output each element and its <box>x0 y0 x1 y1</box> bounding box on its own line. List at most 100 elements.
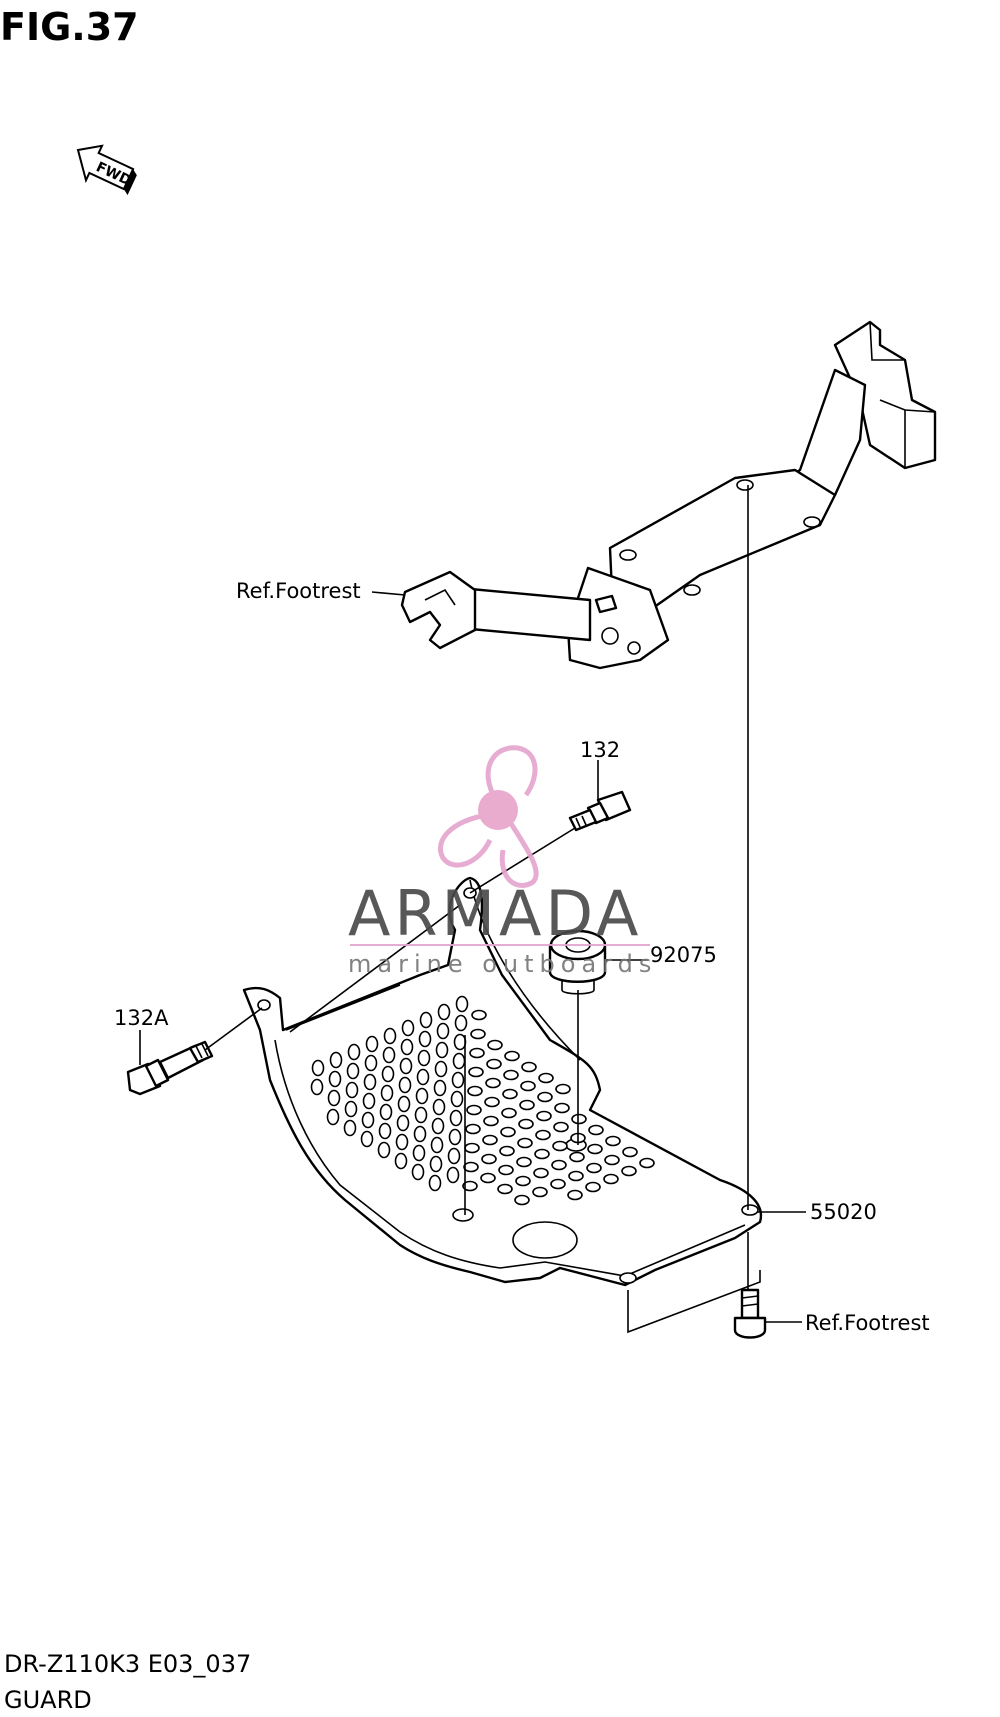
propeller-logo-icon <box>437 745 539 888</box>
perforation-hole <box>468 1066 484 1078</box>
perforation-hole <box>498 1164 514 1176</box>
perforation-hole <box>346 1062 360 1080</box>
perforation-hole <box>586 1162 602 1174</box>
perforation-hole <box>431 1117 445 1135</box>
perforation-hole <box>395 1133 409 1151</box>
perforation-hole <box>451 1071 465 1089</box>
perforation-hole <box>534 1148 550 1160</box>
perforation-hole <box>343 1119 357 1137</box>
perforation-hole <box>515 1175 531 1187</box>
perforation-hole <box>567 1189 583 1201</box>
perforation-hole <box>469 1047 485 1059</box>
perforation-hole <box>413 1125 427 1143</box>
perforation-hole <box>504 1050 520 1062</box>
perforation-hole <box>364 1054 378 1072</box>
perforation-hole <box>605 1135 621 1147</box>
perforation-hole <box>399 1057 413 1075</box>
perforation-hole <box>344 1100 358 1118</box>
perforation-hole <box>639 1157 655 1169</box>
perforation-hole <box>519 1099 535 1111</box>
perforation-hole <box>622 1146 638 1158</box>
footrest-bolt <box>733 1288 767 1339</box>
callout-132: 132 <box>580 738 620 762</box>
perforation-hole <box>365 1035 379 1053</box>
perforation-hole <box>452 1052 466 1070</box>
perforation-hole <box>326 1108 340 1126</box>
perforation-hole <box>382 1046 396 1064</box>
perforation-hole <box>311 1059 325 1077</box>
perforation-hole <box>585 1181 601 1193</box>
perforation-hole <box>499 1145 515 1157</box>
perforation-hole <box>521 1061 537 1073</box>
perforation-hole <box>517 1137 533 1149</box>
fwd-arrow-icon: FWD <box>76 144 137 196</box>
perforation-hole <box>621 1165 637 1177</box>
perforation-hole <box>497 1183 513 1195</box>
callout-55020: 55020 <box>810 1200 877 1224</box>
perforation-hole <box>514 1194 530 1206</box>
perforation-hole <box>327 1089 341 1107</box>
perforation-hole <box>466 1104 482 1116</box>
perforation-hole <box>467 1085 483 1097</box>
guard-perforations <box>310 995 655 1206</box>
callout-ref-footrest-top: Ref.Footrest <box>236 579 361 603</box>
perforation-hole <box>397 1095 411 1113</box>
perforation-hole <box>454 1014 468 1032</box>
perforation-hole <box>329 1051 343 1069</box>
perforation-hole <box>380 1084 394 1102</box>
perforation-hole <box>470 1028 486 1040</box>
perforation-hole <box>398 1076 412 1094</box>
perforation-hole <box>500 1126 516 1138</box>
perforation-hole <box>484 1096 500 1108</box>
perforation-hole <box>516 1156 532 1168</box>
perforation-hole <box>482 1134 498 1146</box>
perforation-hole <box>464 1142 480 1154</box>
perforation-hole <box>568 1170 584 1182</box>
perforation-hole <box>435 1041 449 1059</box>
perforation-hole <box>481 1153 497 1165</box>
assembly-lines <box>139 485 806 1323</box>
perforation-hole <box>418 1030 432 1048</box>
perforation-hole <box>569 1151 585 1163</box>
callout-132a: 132A <box>114 1006 169 1030</box>
perforation-hole <box>417 1049 431 1067</box>
perforation-hole <box>535 1129 551 1141</box>
perforation-hole <box>378 1122 392 1140</box>
perforation-hole <box>437 1003 451 1021</box>
perforation-hole <box>487 1039 503 1051</box>
perforation-hole <box>551 1159 567 1171</box>
perforation-hole <box>449 1109 463 1127</box>
perforation-hole <box>430 1136 444 1154</box>
perforation-hole <box>401 1019 415 1037</box>
perforation-hole <box>536 1110 552 1122</box>
perforation-hole <box>486 1058 502 1070</box>
perforation-hole <box>377 1141 391 1159</box>
perforation-hole <box>433 1079 447 1097</box>
perforation-hole <box>361 1111 375 1129</box>
figure-title: FIG.37 <box>0 5 139 49</box>
perforation-hole <box>414 1106 428 1124</box>
perforation-hole <box>328 1070 342 1088</box>
perforation-hole <box>434 1060 448 1078</box>
engine-guard-55020 <box>242 876 763 1334</box>
perforation-hole <box>553 1121 569 1133</box>
perforation-hole <box>503 1069 519 1081</box>
watermark-tagline: marine outboards <box>348 950 657 978</box>
perforation-hole <box>471 1009 487 1021</box>
perforation-hole <box>379 1103 393 1121</box>
perforation-hole <box>400 1038 414 1056</box>
perforation-hole <box>554 1102 570 1114</box>
perforation-hole <box>571 1113 587 1125</box>
perforation-hole <box>381 1065 395 1083</box>
perforation-hole <box>588 1124 604 1136</box>
perforation-hole <box>463 1161 479 1173</box>
perforation-hole <box>502 1088 518 1100</box>
perforation-hole <box>501 1107 517 1119</box>
perforation-hole <box>411 1163 425 1181</box>
callout-ref-footrest-bottom: Ref.Footrest <box>805 1311 930 1335</box>
section-name: GUARD <box>4 1686 92 1714</box>
perforation-hole <box>360 1130 374 1148</box>
bolt-132a <box>126 1040 214 1096</box>
perforation-hole <box>550 1178 566 1190</box>
